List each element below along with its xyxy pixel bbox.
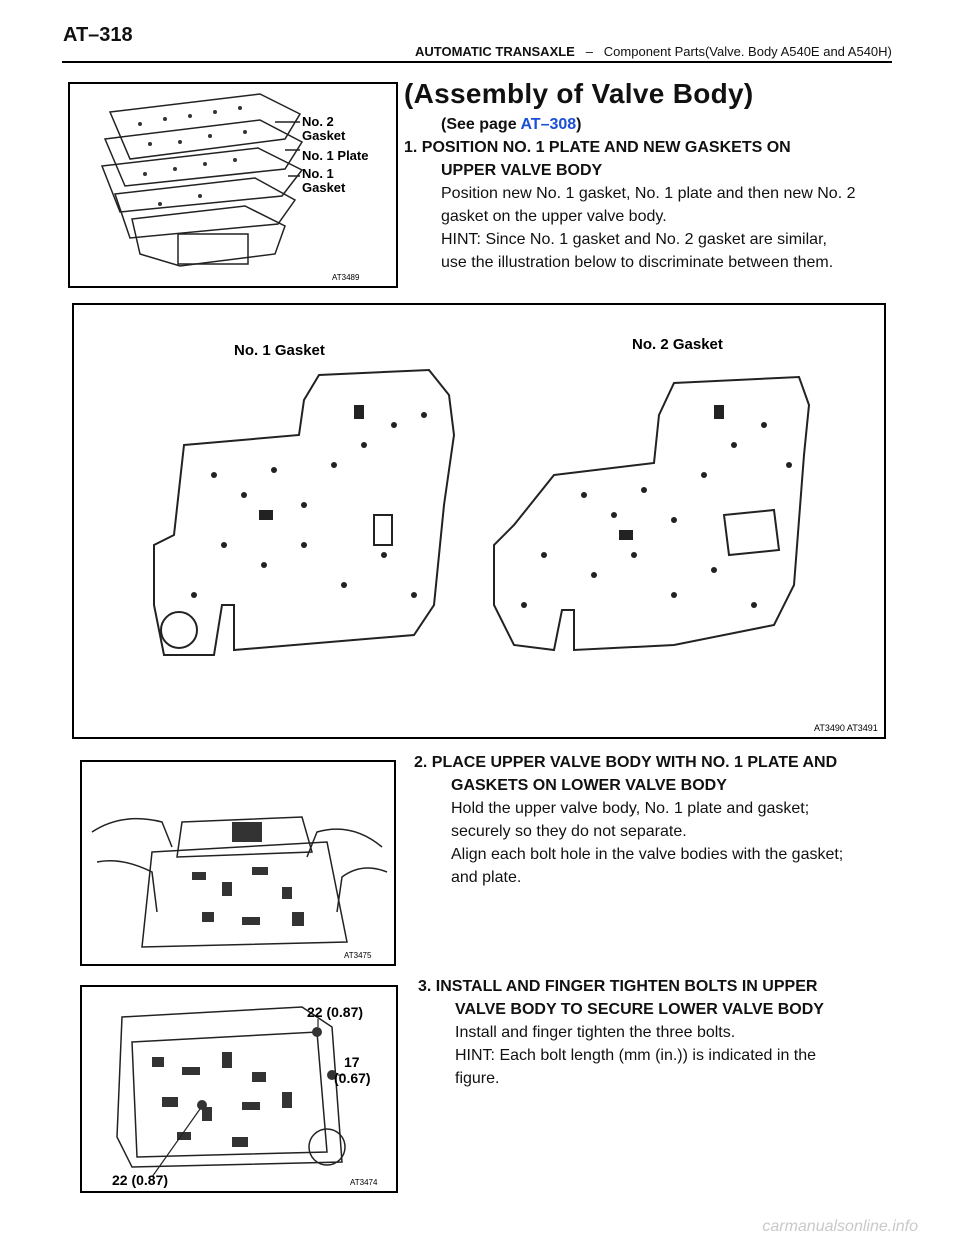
step-2-line-3: Align each bolt hole in the valve bodies… bbox=[451, 846, 844, 863]
figure-code: AT3474 bbox=[350, 1178, 378, 1187]
no1-gasket-outline bbox=[153, 368, 456, 656]
figure-code: AT3489 bbox=[332, 273, 360, 282]
section-title: AUTOMATIC TRANSAXLE bbox=[415, 44, 575, 59]
figure-code: AT3475 bbox=[344, 951, 372, 960]
label-no2-gasket-a: No. 2 bbox=[302, 114, 334, 129]
header-rule bbox=[62, 61, 892, 63]
figure-place-valve-body: AT3475 bbox=[80, 760, 396, 966]
step-2-line-1: Hold the upper valve body, No. 1 plate a… bbox=[451, 800, 810, 817]
header-separator: – bbox=[585, 44, 593, 59]
step-3-heading-1: 3. INSTALL AND FINGER TIGHTEN BOLTS IN U… bbox=[418, 978, 818, 995]
no2-gasket-outline bbox=[493, 375, 811, 652]
figure-gasket-comparison: No. 1 Gasket No. 2 Gasket AT3490 AT3491 bbox=[72, 303, 886, 739]
page-number: AT–318 bbox=[63, 24, 133, 46]
see-page-suffix: ) bbox=[576, 116, 582, 133]
step-3-line-1: Install and finger tighten the three bol… bbox=[455, 1024, 736, 1041]
place-valve-body-illustration: AT3475 bbox=[91, 816, 388, 960]
step-1-heading-1: 1. POSITION NO. 1 PLATE AND NEW GASKETS … bbox=[404, 139, 791, 156]
step-1-line-2: gasket on the upper valve body. bbox=[441, 208, 667, 225]
see-page-prefix: (See page bbox=[441, 116, 521, 133]
running-header: AUTOMATIC TRANSAXLE – Component Parts(Va… bbox=[415, 44, 892, 59]
label-no1-gasket-a: No. 1 bbox=[302, 166, 334, 181]
step-1-line-1: Position new No. 1 gasket, No. 1 plate a… bbox=[441, 185, 856, 202]
bolt-label-mid-a: 17 bbox=[344, 1054, 360, 1070]
figure-valve-body-exploded: No. 2 Gasket No. 1 Plate No. 1 Gasket AT… bbox=[68, 82, 398, 288]
figure-code: AT3490 AT3491 bbox=[814, 723, 878, 733]
step-3-block: 3. INSTALL AND FINGER TIGHTEN BOLTS IN U… bbox=[418, 975, 908, 1090]
step-1-block: (See page AT–308) 1. POSITION NO. 1 PLAT… bbox=[404, 113, 904, 274]
page-title: (Assembly of Valve Body) bbox=[404, 78, 754, 109]
bolt-positions-illustration: 22 (0.87) 17 (0.67) 22 (0.87) AT3474 bbox=[112, 1004, 378, 1188]
bolt-label-mid-b: (0.67) bbox=[334, 1070, 371, 1086]
step-3-line-2: HINT: Each bolt length (mm (in.)) is ind… bbox=[455, 1047, 817, 1064]
step-1-line-3: HINT: Since No. 1 gasket and No. 2 gaske… bbox=[441, 231, 827, 248]
step-1-heading-2: UPPER VALVE BODY bbox=[441, 162, 603, 179]
gasket-holes bbox=[191, 405, 792, 608]
label-no1-plate: No. 1 Plate bbox=[302, 148, 368, 163]
label-no1-gasket: No. 1 Gasket bbox=[234, 342, 325, 359]
step-2-block: 2. PLACE UPPER VALVE BODY WITH NO. 1 PLA… bbox=[414, 751, 904, 889]
step-1-line-4: use the illustration below to discrimina… bbox=[441, 254, 834, 271]
step-2-line-2: securely so they do not separate. bbox=[451, 823, 687, 840]
figure-bolt-positions: 22 (0.87) 17 (0.67) 22 (0.87) AT3474 bbox=[80, 985, 398, 1193]
label-no2-gasket: No. 2 Gasket bbox=[632, 336, 723, 353]
label-no2-gasket-b: Gasket bbox=[302, 128, 346, 143]
bolt-label-top: 22 (0.87) bbox=[307, 1004, 363, 1020]
label-no1-gasket-b: Gasket bbox=[302, 180, 346, 195]
exploded-plates-illustration: No. 2 Gasket No. 1 Plate No. 1 Gasket AT… bbox=[100, 93, 368, 282]
watermark: carmanualsonline.info bbox=[762, 1218, 918, 1235]
step-2-heading-1: 2. PLACE UPPER VALVE BODY WITH NO. 1 PLA… bbox=[414, 754, 838, 771]
step-2-heading-2: GASKETS ON LOWER VALVE BODY bbox=[451, 777, 727, 794]
step-3-heading-2: VALVE BODY TO SECURE LOWER VALVE BODY bbox=[455, 1001, 824, 1018]
gasket-comparison-illustration: No. 1 Gasket No. 2 Gasket AT3490 AT3491 bbox=[153, 336, 878, 733]
step-3-line-3: figure. bbox=[455, 1070, 500, 1087]
see-page-link[interactable]: AT–308 bbox=[520, 116, 577, 133]
see-page-ref: (See page AT–308) bbox=[404, 113, 904, 136]
step-2-line-4: and plate. bbox=[451, 869, 522, 886]
subsection-title: Component Parts(Valve. Body A540E and A5… bbox=[603, 44, 892, 59]
bolt-label-bottom: 22 (0.87) bbox=[112, 1172, 168, 1188]
